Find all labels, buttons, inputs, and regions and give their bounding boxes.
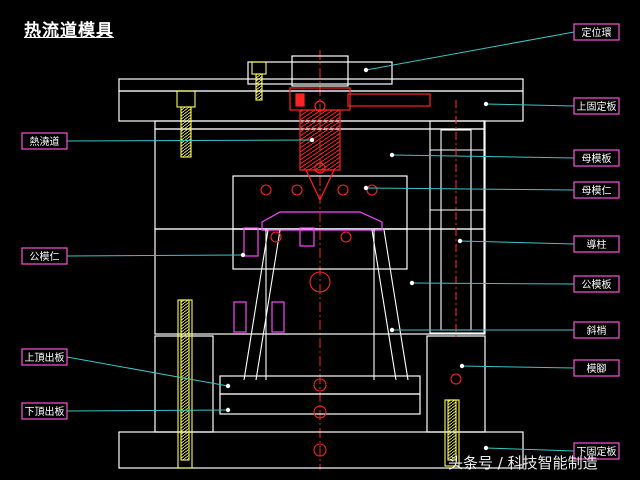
label-text: 上固定板: [577, 100, 617, 113]
label-box: [573, 23, 620, 41]
label-text: 定位環: [582, 26, 612, 39]
callout-guide-pillar: 導柱: [457, 235, 620, 253]
leader-line: [391, 154, 575, 159]
leader-line: [66, 139, 313, 142]
callout-hot-nozzle: 熱澆道: [21, 132, 315, 150]
label-box: [573, 181, 620, 199]
holes: [260, 184, 462, 457]
label-text: 母模板: [582, 152, 612, 165]
label-box: [21, 348, 68, 366]
leader-dot: [240, 252, 246, 258]
hot-nozzle: [289, 87, 431, 202]
label-text: 公模板: [582, 278, 612, 291]
leader-line: [66, 409, 229, 412]
leader-line: [411, 282, 575, 285]
callout-core-insert: 公模仁: [21, 247, 246, 265]
watermark: 头条号 / 科技智能制造: [448, 454, 598, 472]
label-box: [21, 402, 68, 420]
angle-pins: [243, 229, 409, 381]
callout-cavity-plate: 母模板: [389, 149, 620, 167]
leader-dot: [483, 445, 489, 451]
callout-cavity-insert: 母模仁: [363, 181, 620, 199]
bolts: [176, 61, 460, 469]
leader-dot: [225, 383, 231, 389]
label-text: 斜梢: [587, 324, 607, 337]
callout-locating-ring: 定位環: [363, 23, 620, 73]
leader-line: [365, 187, 575, 191]
leader-line: [365, 31, 575, 71]
callout-spacer-block: 模腳: [459, 359, 620, 377]
label-text: 上頂出板: [25, 351, 65, 364]
label-text: 母模仁: [582, 185, 612, 197]
label-box: [21, 247, 68, 265]
callout-lower-ejector-plate: 下頂出板: [21, 402, 231, 420]
leader-dot: [309, 137, 315, 143]
leader-dot: [389, 152, 395, 158]
label-box: [573, 442, 620, 460]
leader-dot: [457, 238, 463, 244]
label-box: [573, 235, 620, 253]
callout-core-plate: 公模板: [409, 275, 620, 293]
leader-line: [461, 365, 575, 369]
leader-dot: [483, 101, 489, 107]
core-plate: [154, 228, 486, 335]
label-box: [573, 359, 620, 377]
leader-line: [485, 103, 575, 107]
leader-dot: [363, 185, 369, 191]
callout-angle-pin: 斜梢: [389, 321, 620, 339]
leader-dot: [389, 327, 395, 333]
leader-dot: [409, 280, 415, 286]
leader-dot: [363, 67, 369, 73]
label-text: 下頂出板: [25, 405, 65, 418]
callout-bottom-clamp-plate: 下固定板: [483, 442, 620, 460]
diagram-title: 热流道模具: [24, 21, 114, 41]
label-text: 公模仁: [30, 251, 60, 263]
label-box: [573, 275, 620, 293]
label-box: [21, 132, 68, 150]
leader-line: [66, 254, 244, 257]
label-box: [573, 149, 620, 167]
guide-pillar: [429, 100, 485, 340]
callout-top-clamp-plate: 上固定板: [483, 97, 620, 115]
label-box: [573, 321, 620, 339]
label-text: 下固定板: [577, 445, 617, 458]
label-text: 模腳: [587, 363, 607, 375]
label-text: 導柱: [587, 238, 607, 251]
label-text: 熱澆道: [30, 135, 60, 148]
label-box: [573, 97, 620, 115]
locating-ring: [247, 55, 393, 87]
bottom-clamp-plate: [118, 431, 524, 469]
leader-line: [485, 447, 575, 452]
leader-dot: [225, 407, 231, 413]
callout-upper-ejector-plate: 上頂出板: [21, 348, 231, 389]
leader-dot: [459, 363, 465, 369]
leader-line: [66, 356, 229, 387]
leader-line: [459, 240, 575, 245]
core-insert: [233, 211, 383, 333]
